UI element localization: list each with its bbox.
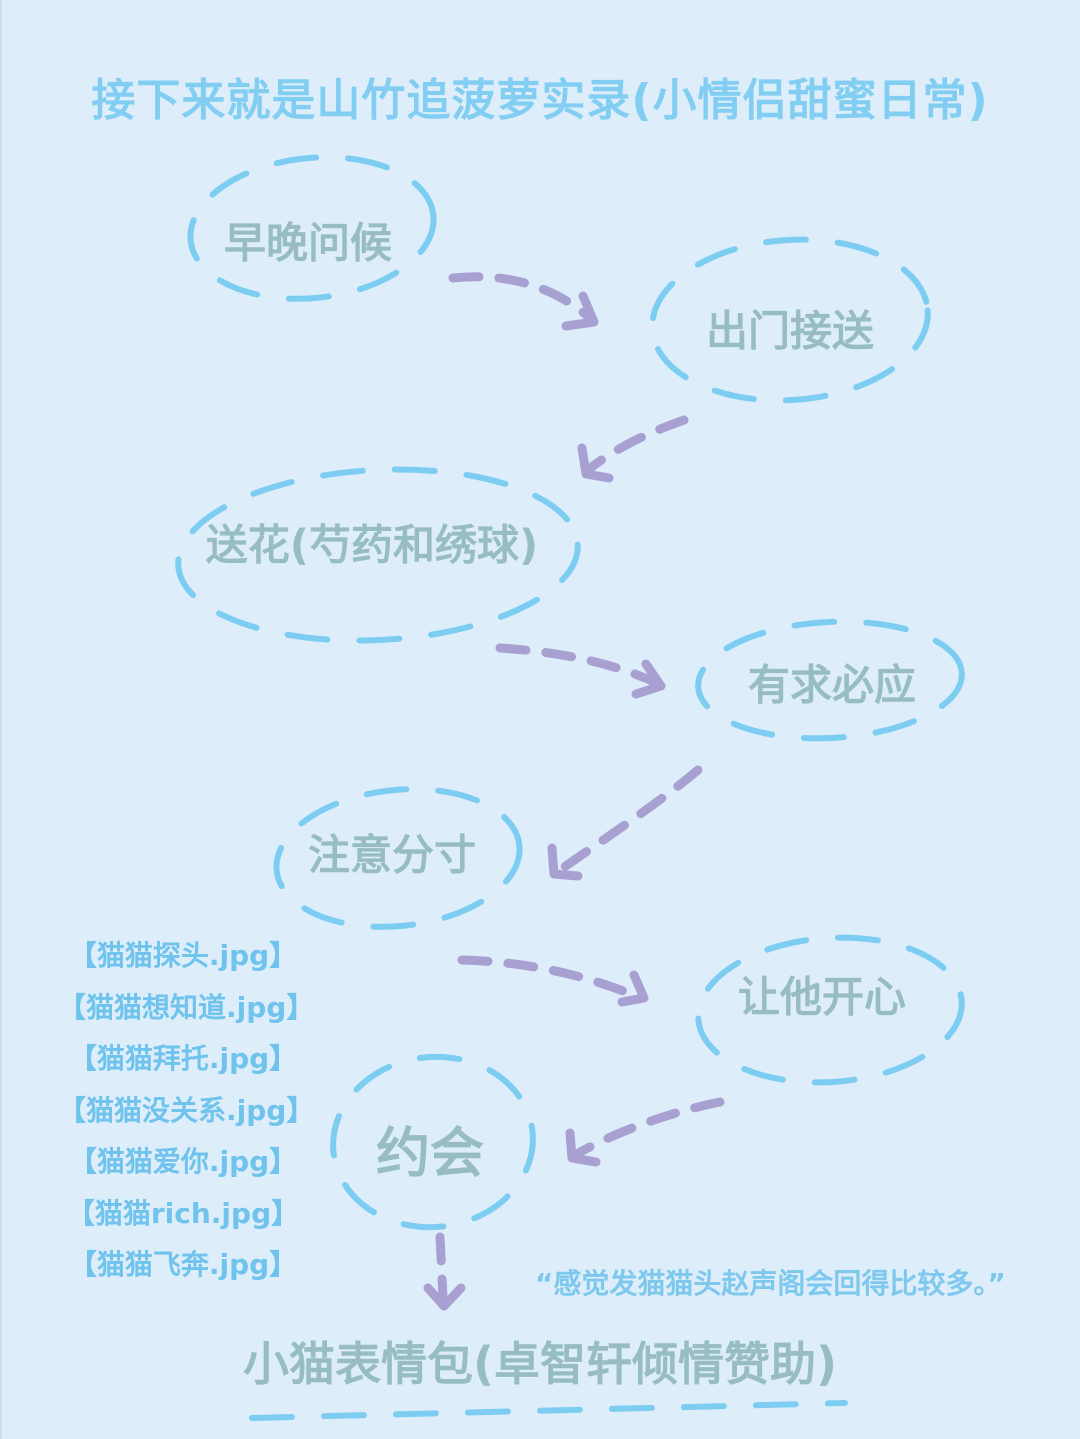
sticker-item: 【猫猫rich.jpg】 [66, 1196, 300, 1230]
step-label-7: 约会 [376, 1121, 484, 1185]
quote-text: “感觉发猫猫头赵声阁会回得比较多。” [535, 1267, 1006, 1300]
arrow-3 [495, 643, 666, 699]
arrow-4 [547, 765, 703, 881]
step-label-2: 出门接送 [705, 306, 875, 356]
arrow-5 [457, 955, 649, 1007]
step-label-5: 注意分寸 [307, 830, 477, 880]
sticker-item: 【猫猫没关系.jpg】 [58, 1093, 315, 1127]
final-underline [249, 1400, 848, 1421]
step-label-6: 让他开心 [737, 972, 907, 1022]
sticker-item: 【猫猫爱你.jpg】 [68, 1145, 298, 1178]
step-label-1: 早晚问候 [223, 218, 393, 268]
step-ellipse-1 [187, 154, 437, 302]
step-ellipse-6 [695, 934, 965, 1086]
step-ellipse-7 [330, 1053, 536, 1231]
step-ellipse-2 [649, 236, 931, 404]
step-label-3: 送花(芍药和绣球) [205, 520, 539, 570]
sticker-item: 【猫猫拜托.jpg】 [68, 1042, 298, 1075]
step-ellipse-4 [695, 618, 965, 742]
step-ellipse-3 [175, 466, 581, 644]
step-label-4: 有求必应 [747, 660, 917, 710]
sticker-item: 【猫猫飞奔.jpg】 [68, 1248, 298, 1281]
sticker-list: 【猫猫探头.jpg】 【猫猫想知道.jpg】 【猫猫拜托.jpg】 【猫猫没关系… [58, 930, 315, 1291]
step-ellipse-5 [273, 786, 523, 930]
arrow-1 [448, 272, 599, 331]
arrow-7 [423, 1232, 466, 1311]
arrow-2 [577, 415, 689, 483]
sticker-item: 【猫猫想知道.jpg】 [58, 990, 315, 1024]
sticker-item: 【猫猫探头.jpg】 [68, 939, 298, 972]
final-step-label: 小猫表情包(卓智轩倾情赞助) [242, 1337, 838, 1391]
arrow-6 [565, 1097, 725, 1167]
page-title: 接下来就是山竹追菠萝实录(小情侣甜蜜日常) [91, 75, 989, 126]
